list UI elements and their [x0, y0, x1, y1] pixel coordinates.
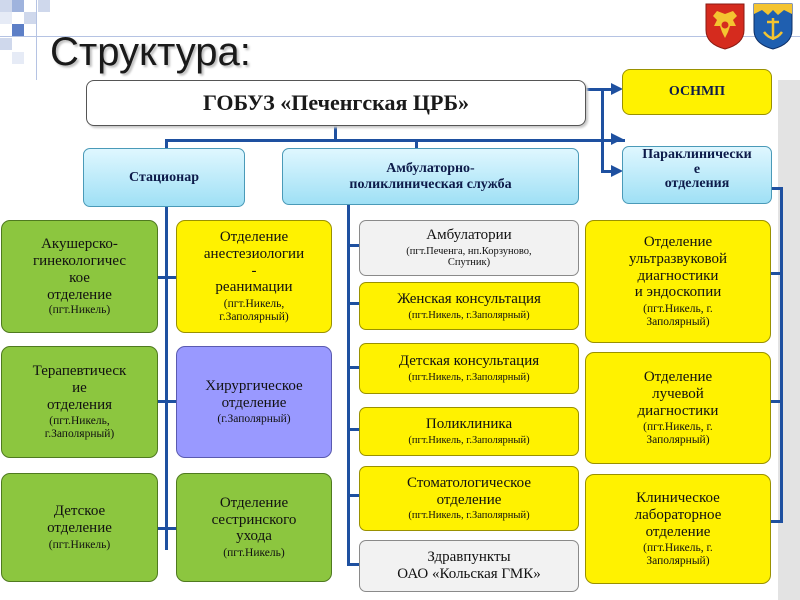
department-name: Акушерско- гинекологичес кое отделение: [32, 236, 127, 303]
branch-stationary-label: Стационар: [129, 169, 199, 185]
decor-square: [12, 24, 24, 36]
paraclinical-item: Клиническое лабораторное отделение (пгт.…: [585, 474, 771, 584]
department-location: (пгт.Никель): [48, 538, 111, 551]
ambulatory-item: Поликлиника (пгт.Никель, г.Заполярный): [359, 407, 579, 456]
department-location: (пгт.Никель, г.Заполярный): [44, 415, 115, 441]
connector: [415, 139, 418, 148]
stationary-right-item: Отделение сестринского ухода (пгт.Никель…: [176, 473, 332, 582]
connector: [347, 366, 359, 369]
decor-square: [12, 52, 24, 64]
connector: [347, 302, 359, 305]
connector: [601, 170, 613, 173]
connector: [334, 125, 337, 140]
arrow-icon: [611, 83, 623, 95]
murmansk-region-coat-of-arms-icon: [753, 3, 793, 50]
decor-square: [12, 0, 24, 12]
paraclinical-item: Отделение ультразвуковой диагностики и э…: [585, 220, 771, 343]
connector: [165, 207, 168, 550]
department-name: Хирургическое отделение: [205, 377, 303, 411]
oshmp-box: ОСНМП: [622, 69, 772, 115]
page-title: Структура:: [50, 30, 251, 74]
connector: [158, 276, 176, 279]
department-location: (пгт.Никель, г.Заполярный): [408, 435, 530, 447]
ambulatory-item: Стоматологическое отделение (пгт.Никель,…: [359, 466, 579, 531]
oshmp-label: ОСНМП: [668, 84, 726, 100]
root-organization-label: ГОБУЗ «Печенгская ЦРБ»: [202, 89, 470, 115]
stationary-left-item: Акушерско- гинекологичес кое отделение (…: [1, 220, 158, 333]
decor-line: [36, 0, 37, 80]
department-location: (пгт.Никель, г.Заполярный): [408, 309, 530, 321]
connector: [347, 205, 350, 565]
department-name: Стоматологическое отделение: [407, 474, 531, 508]
department-location: (пгт.Никель, г.Заполярный): [219, 298, 289, 324]
department-location: (пгт.Никель): [223, 547, 285, 560]
ambulatory-item: Женская консультация (пгт.Никель, г.Запо…: [359, 282, 579, 330]
department-name: Здравпункты ОАО «Кольская ГМК»: [397, 549, 541, 582]
branch-paraclinical: Параклинически е отделения: [622, 146, 772, 204]
branch-ambulatory-label: Амбулаторно- поликлиническая служба: [349, 160, 512, 192]
connector: [347, 563, 359, 566]
decor-square: [24, 12, 36, 24]
decor-square: [0, 12, 12, 24]
root-organization-box: ГОБУЗ «Печенгская ЦРБ»: [86, 80, 586, 126]
paraclinical-item: Отделение лучевой диагностики (пгт.Никел…: [585, 352, 771, 464]
department-location: (пгт.Никель, г. Заполярный): [643, 421, 713, 447]
connector: [158, 527, 176, 530]
connector: [601, 88, 604, 172]
department-location: (пгт.Никель, г. Заполярный): [643, 542, 713, 568]
department-name: Отделение анестезиологии - реанимации: [203, 229, 305, 296]
connector: [586, 88, 612, 91]
ambulatory-item: Амбулатории (пгт.Печенга, нп.Корзуново, …: [359, 220, 579, 276]
connector: [347, 494, 359, 497]
branch-paraclinical-label: Параклинически е отделения: [642, 147, 752, 192]
department-name: Клиническое лабораторное отделение: [634, 489, 722, 540]
department-location: (пгт.Никель): [48, 303, 111, 316]
connector: [771, 400, 783, 403]
department-location: (пгт.Никель, г.Заполярный): [408, 510, 530, 522]
department-name: Поликлиника: [425, 416, 513, 433]
department-name: Детское отделение: [47, 503, 112, 537]
department-name: Отделение лучевой диагностики: [637, 368, 719, 419]
connector: [158, 400, 176, 403]
connector: [347, 428, 359, 431]
decor-square: [38, 0, 50, 12]
branch-ambulatory: Амбулаторно- поликлиническая служба: [282, 148, 579, 205]
arrow-icon: [611, 165, 623, 177]
russia-coat-of-arms-icon: [705, 3, 745, 50]
ambulatory-item: Детская консультация (пгт.Никель, г.Запо…: [359, 343, 579, 394]
decor-square: [0, 0, 12, 12]
decor-line: [0, 36, 800, 37]
decor-right-strip: [778, 80, 800, 600]
stationary-left-item: Детское отделение (пгт.Никель): [1, 473, 158, 582]
connector: [165, 139, 625, 142]
connector: [780, 187, 783, 522]
department-name: Терапевтическ ие отделения: [32, 362, 127, 413]
department-name: Отделение ультразвуковой диагностики и э…: [628, 234, 728, 301]
arrow-icon: [611, 133, 623, 145]
stationary-left-item: Терапевтическ ие отделения (пгт.Никель, …: [1, 346, 158, 458]
connector: [771, 272, 783, 275]
connector: [347, 244, 359, 247]
department-name: Отделение сестринского ухода: [211, 494, 297, 545]
department-location: (пгт.Никель, г. Заполярный): [643, 303, 713, 329]
connector: [770, 187, 783, 190]
connector: [165, 139, 168, 148]
department-name: Женская консультация: [397, 290, 541, 307]
decor-square: [0, 38, 12, 50]
department-location: (г.Заполярный): [217, 413, 291, 426]
department-name: Детская консультация: [398, 353, 540, 370]
department-name: Амбулатории: [426, 226, 512, 243]
stationary-right-item: Отделение анестезиологии - реанимации (п…: [176, 220, 332, 333]
ambulatory-item: Здравпункты ОАО «Кольская ГМК»: [359, 540, 579, 592]
department-location: (пгт.Печенга, нп.Корзуново, Спутник): [406, 245, 532, 269]
stationary-right-item: Хирургическое отделение (г.Заполярный): [176, 346, 332, 458]
department-location: (пгт.Никель, г.Заполярный): [408, 372, 530, 384]
branch-stationary: Стационар: [83, 148, 245, 207]
connector: [771, 520, 783, 523]
